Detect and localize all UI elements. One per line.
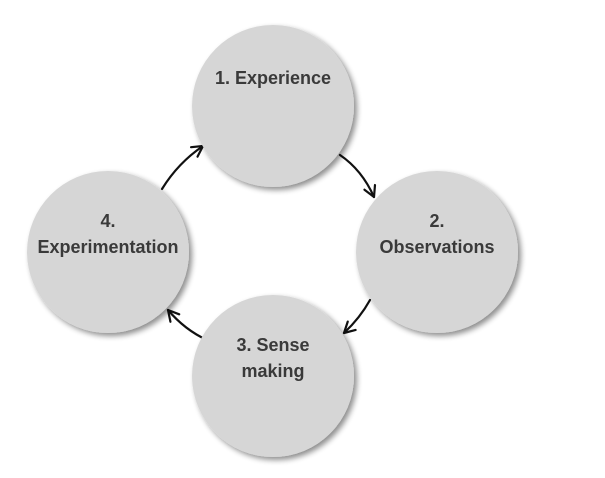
node-observations: 2. Observations	[356, 171, 518, 333]
arrowhead-icon	[166, 308, 181, 323]
node-sense-making: 3. Sense making	[192, 295, 354, 457]
node-label: 4.	[100, 211, 115, 231]
node-label: Experimentation	[37, 237, 178, 257]
node-label: 1. Experience	[215, 68, 331, 88]
nodes-layer: 1. Experience 2. Observations 3. Sense makin…	[27, 25, 518, 457]
node-experimentation: 4. Experimentation	[27, 171, 189, 333]
node-circle	[192, 25, 354, 187]
arrow-line	[160, 144, 205, 191]
arrow-sense-making-to-experimentation	[166, 308, 209, 342]
node-label: Observations	[379, 237, 494, 257]
arrowhead-icon	[363, 183, 377, 199]
arrow-line	[166, 308, 209, 342]
arrow-line	[342, 298, 372, 335]
arrow-experimentation-to-experience	[160, 144, 205, 191]
arrowhead-icon	[342, 320, 357, 335]
node-circle	[27, 171, 189, 333]
node-label: making	[241, 361, 304, 381]
arrow-line	[338, 153, 376, 199]
arrow-experience-to-observations	[338, 153, 377, 199]
node-label: 2.	[429, 211, 444, 231]
node-experience: 1. Experience	[192, 25, 354, 187]
node-circle	[192, 295, 354, 457]
node-circle	[356, 171, 518, 333]
arrow-observations-to-sense-making	[342, 298, 372, 335]
node-label: 3. Sense	[236, 335, 309, 355]
